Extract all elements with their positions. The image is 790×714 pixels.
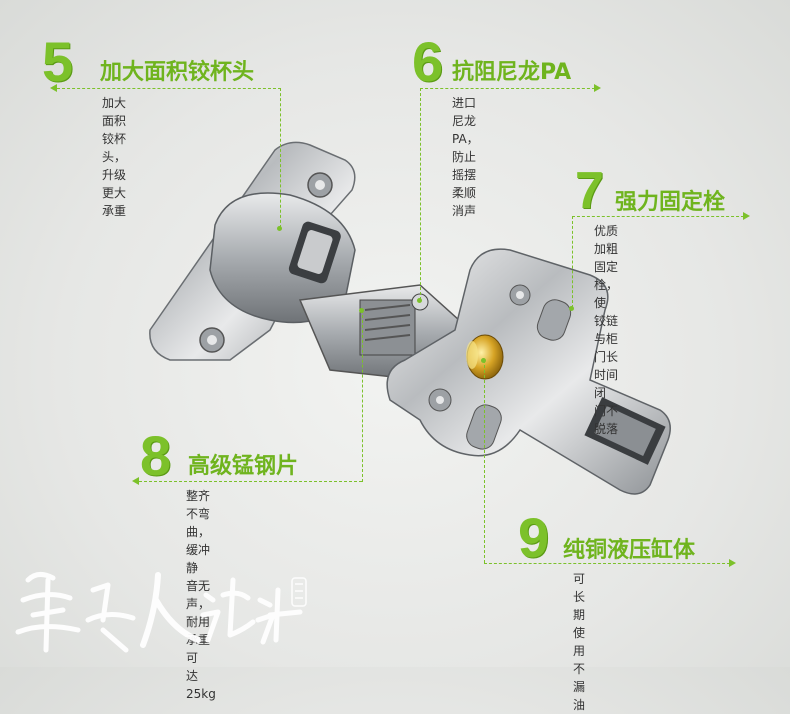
leader-line xyxy=(484,360,485,563)
arrow-right-icon xyxy=(743,212,750,220)
callout-number: 8 xyxy=(140,424,172,487)
forum-watermark-logo xyxy=(15,572,307,653)
brass-hydraulic-cylinder xyxy=(466,334,504,380)
arrow-right-icon xyxy=(729,559,736,567)
callout-number: 5 xyxy=(42,30,74,93)
callout-number: 7 xyxy=(575,162,604,220)
pointer-dot xyxy=(277,226,282,231)
leader-line xyxy=(139,481,362,482)
leader-line xyxy=(57,88,281,89)
callout-title: 加大面积铰杯头 xyxy=(100,60,255,85)
leader-line xyxy=(572,216,573,308)
leader-line xyxy=(280,88,281,228)
hinge-mounting-plate xyxy=(386,248,671,495)
callout-description: 优质加粗固定栓，使 铰链与柜门长时间闭 门不脱落 xyxy=(594,224,619,436)
callout-title: 高级锰钢片 xyxy=(188,454,299,479)
pointer-dot xyxy=(569,306,574,311)
pointer-dot xyxy=(417,298,422,303)
callout-description: 可长期使用不漏油 xyxy=(573,572,586,712)
leader-line xyxy=(572,216,744,217)
callout-title: 强力固定栓 xyxy=(615,190,726,215)
callout-title: 纯铜液压缸体 xyxy=(563,538,696,563)
callout-number: 9 xyxy=(518,506,550,569)
cabinet-hinge-illustration xyxy=(149,141,671,495)
pointer-dot xyxy=(359,308,364,313)
leader-line xyxy=(484,563,730,564)
callout-number: 6 xyxy=(412,30,444,93)
callout-description: 进口尼龙PA，防止摇摆 柔顺消声 xyxy=(452,96,479,218)
callout-title: 抗阻尼龙PA xyxy=(452,60,572,85)
callout-description: 加大面积铰杯头，升级 更大承重 xyxy=(102,96,127,218)
pointer-dot xyxy=(481,358,486,363)
leader-line xyxy=(420,88,421,300)
arrow-left-icon xyxy=(132,477,139,485)
arrow-left-icon xyxy=(50,84,57,92)
leader-line xyxy=(362,310,363,482)
leader-line xyxy=(420,88,595,89)
arrow-right-icon xyxy=(594,84,601,92)
